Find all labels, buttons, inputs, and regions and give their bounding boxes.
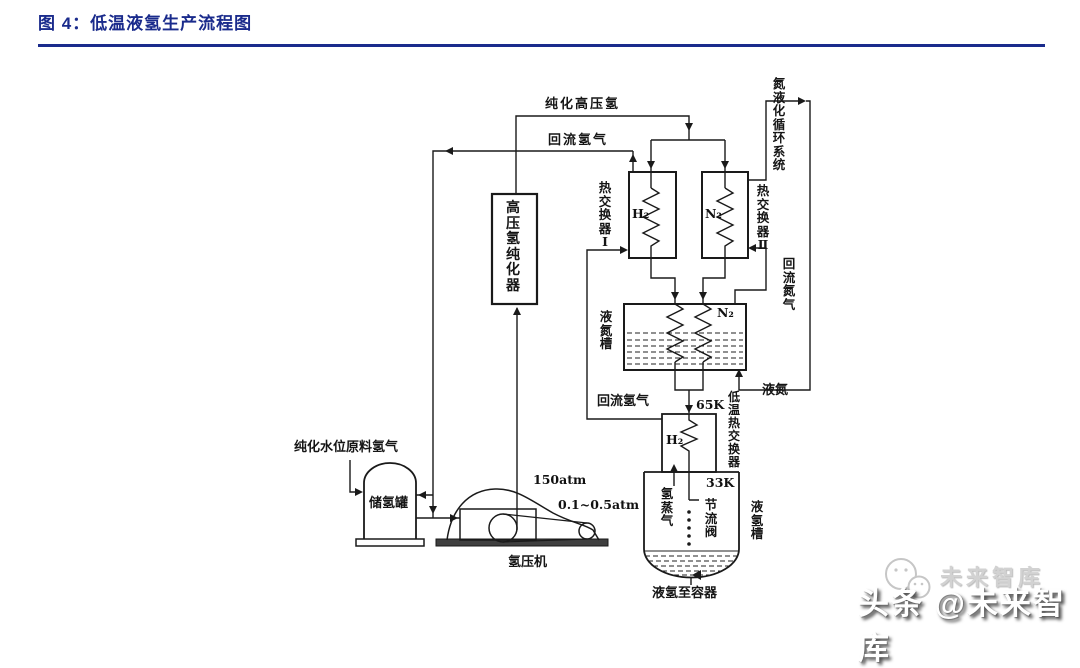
arrow-vapor-up [670,464,678,472]
figure-title: 图 4：低温液氢生产流程图 [38,14,253,33]
label-lt-hx: 低温热交换器 [727,390,740,469]
arrow-reflux-left [445,147,453,155]
pipe-n2-to-liquefier [748,100,798,181]
hx1-coil [641,187,676,304]
lt-hx-coil-throttle [679,414,699,501]
watermark-ghost-text: 未来智库 [940,565,1045,590]
label-hx2: 热交换器Ⅱ [756,183,770,252]
liquid-hatching [627,332,743,576]
label-hx1: 热交换器Ⅰ [598,180,612,249]
pipe-coil-converge [674,362,704,391]
label-compressor: 氢压机 [508,555,548,570]
watermark-prefix: 头条 [858,586,935,621]
arrow-into-hx2-coil [721,161,729,169]
process-flow-diagram [349,97,931,599]
label-to-container: 液氢至容器 [652,586,718,601]
hp-purifier-vessel [490,192,539,306]
arrow-n2-cycle [798,97,806,105]
arrow-down-feed [685,123,693,131]
belt-bottom [502,538,588,543]
label-h2-vapor: 氢蒸气 [660,486,674,528]
label-liquid-n2: 液氮 [762,383,789,398]
compressor-flywheel [488,513,518,543]
compressor-pulley [578,522,596,540]
label-hp-purifier: 高压氢纯化器 [506,200,520,294]
label-reflux-h2-mid: 回流氢气 [597,394,650,409]
tag-n2-gas-tank: N₂ [717,305,734,320]
belt-top [502,513,588,524]
lh2-liquid [645,555,737,576]
arrow-hx1-out-up [629,154,637,162]
tag-p-suction: 0.1~0.5atm [558,497,640,512]
throttle-spray-dots [687,510,691,546]
tag-h2-coil-hx1: H₂ [632,206,650,221]
label-throttle-valve: 节流阀 [704,497,718,539]
hx2-coil [702,187,735,304]
label-purified-hp-h2: 纯化高压氢 [545,97,621,112]
pipe-vapor-return [586,249,662,420]
label-reflux-n2: 回流氮气 [782,256,796,312]
arrow-reflux-down [429,506,437,514]
compressor-body [459,508,537,541]
arrow-into-hx1-coil [647,161,655,169]
arrow-into-storage [418,491,426,499]
pipe-reflux-h2 [432,150,633,518]
watermark-smiley-icon [885,558,931,599]
tag-temp-65k: 65K [696,397,725,412]
tag-p-discharge: 150atm [533,472,587,487]
pipe-lines [349,100,811,585]
ln2-tank-coil-2 [693,303,713,363]
tag-temp-33k: 33K [706,475,735,490]
ln2-tank-coil-1 [665,303,685,363]
compressor-housing [446,488,600,541]
label-feed-h2: 纯化水位原料氢气 [294,440,399,455]
pipe-n2-boiloff [734,247,767,304]
storage-tank-base [355,538,425,547]
lh2-tank-vessel [643,471,740,579]
pipe-raw-feed [349,460,356,493]
drain-valve-icon [692,570,701,580]
report-page: 图 4：低温液氢生产流程图 [38,14,1064,666]
watermark-text: 头条 @未来智库 [858,578,1080,668]
arrow-into-hx1-shell [620,246,628,254]
arrow-raw-feed [355,488,363,496]
hx1-vessel [628,171,677,259]
heat-exchange-coils [641,187,735,501]
arrow-65k-down [685,405,693,413]
label-ln2-tank: 液氮槽 [599,309,613,351]
arrow-into-purifier [513,307,521,315]
label-lh2-tank: 液氢槽 [750,499,764,541]
label-n2-liquefaction-system: 氮液化循环系统 [772,76,786,172]
tag-h2-coil-lt: H₂ [666,432,684,447]
pipe-liquid-n2 [738,100,811,391]
ln2-liquid [627,332,743,365]
vessels [355,171,749,579]
label-reflux-h2-top: 回流氢气 [548,133,609,148]
ln2-tank-vessel [623,303,747,371]
tag-n2-coil-hx2: N₂ [705,206,722,221]
compressor-drawing [435,488,609,547]
arrow-liquid-n2-up [735,369,743,377]
storage-tank-vessel [363,462,417,540]
arrow-into-hx2-shell [748,244,756,252]
label-storage-tank: 储氢罐 [369,496,409,511]
title-divider [38,44,1045,47]
compressor-base [435,538,609,547]
